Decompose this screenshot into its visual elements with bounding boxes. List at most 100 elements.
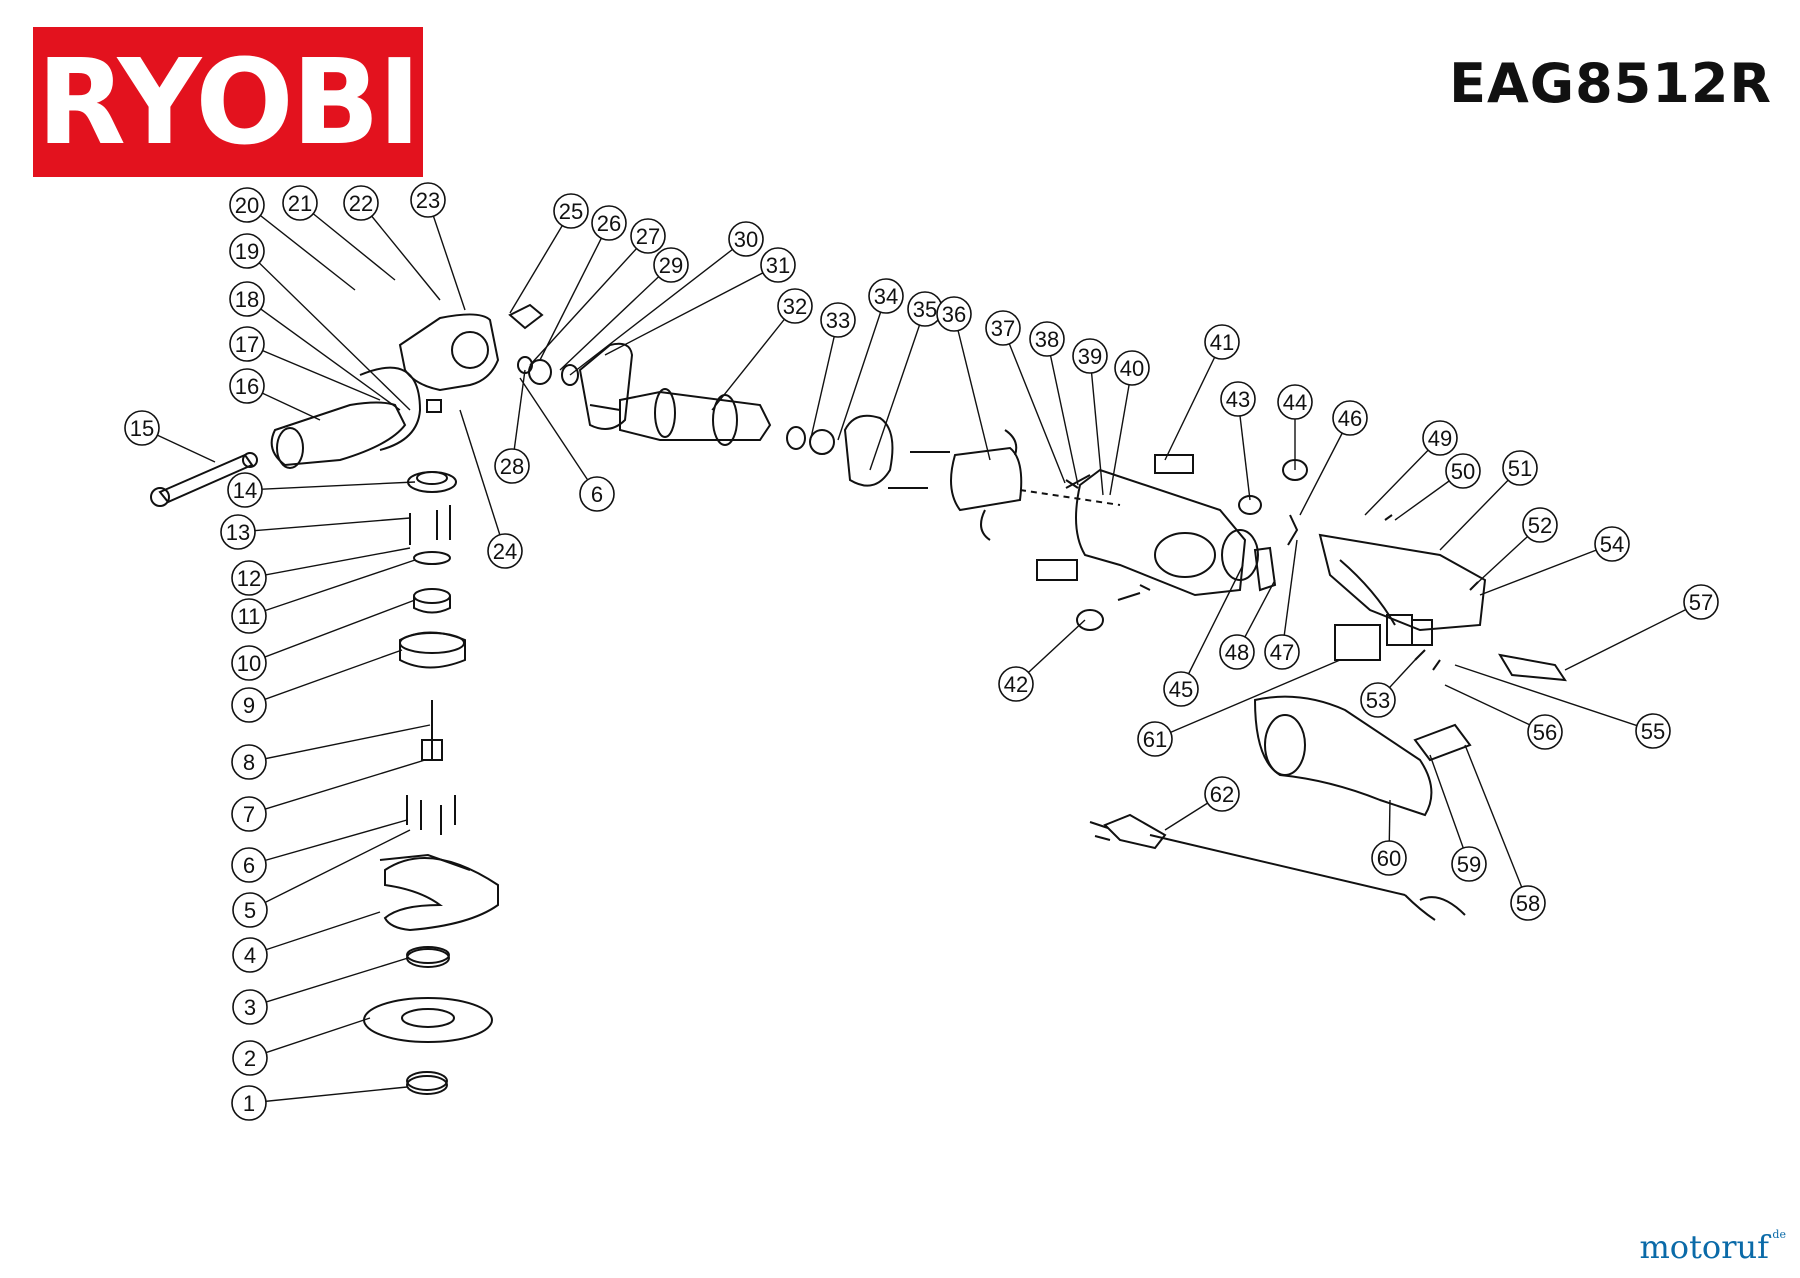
callout-number: 22 — [349, 191, 373, 216]
callout-circle — [985, 310, 1021, 346]
callout-number: 53 — [1366, 688, 1390, 713]
callout-21: 21 — [282, 185, 318, 221]
callout-leader-6 — [248, 819, 408, 866]
callout-circle — [1072, 338, 1108, 374]
part-guard-screws — [406, 795, 456, 835]
callout-circle — [229, 281, 265, 317]
callout-leader-14 — [244, 481, 416, 491]
part-plug — [1103, 813, 1167, 850]
callout-56: 56 — [1527, 714, 1563, 750]
callout-35: 35 — [907, 291, 943, 327]
callout-circle — [1510, 885, 1546, 921]
callout-circle — [591, 205, 627, 241]
callout-number: 48 — [1225, 640, 1249, 665]
part-flange-nut — [406, 1075, 448, 1095]
callout-23: 23 — [410, 182, 446, 218]
callout-54: 54 — [1594, 526, 1630, 562]
callout-59: 59 — [1451, 846, 1487, 882]
callout-47: 47 — [1264, 634, 1300, 670]
callout-leader-38 — [1046, 338, 1079, 486]
callout-leader-4 — [249, 911, 381, 956]
callout-3: 3 — [232, 989, 268, 1025]
callout-leader-19 — [246, 250, 411, 411]
callout-number: 7 — [243, 802, 255, 827]
callout-7: 7 — [231, 796, 267, 832]
callout-circle — [1502, 450, 1538, 486]
callout-circle — [1163, 671, 1199, 707]
callout-38: 38 — [1029, 321, 1065, 357]
callout-circle — [1360, 682, 1396, 718]
callout-leader-35 — [869, 308, 926, 471]
callout-number: 29 — [659, 253, 683, 278]
callout-circle — [1277, 384, 1313, 420]
callout-29: 29 — [653, 247, 689, 283]
callout-number: 56 — [1533, 720, 1557, 745]
callout-17: 17 — [229, 326, 265, 362]
callout-32: 32 — [777, 288, 813, 324]
callout-39: 39 — [1072, 338, 1108, 374]
callout-34: 34 — [868, 278, 904, 314]
callout-2: 2 — [232, 1040, 268, 1076]
callout-circle — [777, 288, 813, 324]
callout-circle — [998, 666, 1034, 702]
callout-leader-9 — [248, 649, 403, 706]
callout-25: 25 — [553, 193, 589, 229]
callout-leader-21 — [299, 202, 396, 281]
part-motor-housing — [1075, 468, 1247, 597]
part-housing-cover — [1221, 529, 1259, 581]
callout-leader-36 — [953, 313, 991, 461]
part-washer — [413, 551, 451, 565]
callout-number: 12 — [237, 566, 261, 591]
callout-circle — [494, 448, 530, 484]
callout-circle — [232, 937, 268, 973]
callout-number: 4 — [244, 943, 256, 968]
callout-circle — [229, 187, 265, 223]
callout-leader-22 — [360, 202, 441, 301]
part-bearing — [413, 588, 451, 604]
callout-leader-12 — [248, 547, 411, 579]
callout-circle — [1204, 776, 1240, 812]
callout-leader-5 — [249, 829, 411, 911]
callout-circle — [868, 278, 904, 314]
callout-circle — [630, 218, 666, 254]
callout-52: 52 — [1522, 507, 1558, 543]
callout-number: 50 — [1451, 459, 1475, 484]
callout-6: 6 — [579, 476, 615, 512]
callout-number: 8 — [243, 750, 255, 775]
callout-number: 34 — [874, 284, 898, 309]
callout-51: 51 — [1502, 450, 1538, 486]
callout-leader-33 — [809, 319, 839, 443]
ryobi-logo: RYOBI — [33, 27, 423, 177]
callout-number: 19 — [235, 239, 259, 264]
brand-wordmark: RYOBI — [36, 33, 421, 171]
callout-31: 31 — [760, 247, 796, 283]
callout-leader-20 — [246, 204, 356, 291]
callout-leader-58 — [1464, 744, 1529, 904]
callout-leader-39 — [1089, 355, 1104, 496]
callout-15: 15 — [124, 410, 160, 446]
part-bearing-plate — [578, 342, 634, 430]
callout-leader-59 — [1429, 754, 1470, 865]
watermark-tld: .de — [1768, 1228, 1786, 1241]
part-gear-housing — [398, 313, 500, 392]
callout-circle — [820, 302, 856, 338]
part-switch-assembly — [1334, 614, 1433, 661]
callout-circle — [282, 185, 318, 221]
callout-61: 61 — [1137, 721, 1173, 757]
callout-number: 61 — [1143, 727, 1167, 752]
callout-number: 58 — [1516, 891, 1540, 916]
callout-circle — [1220, 381, 1256, 417]
part-brush-clips — [1065, 474, 1091, 489]
callout-number: 15 — [130, 416, 154, 441]
callout-number: 16 — [235, 374, 259, 399]
callout-53: 53 — [1360, 682, 1396, 718]
callout-leader-26 — [539, 222, 610, 361]
callout-leader-24 — [459, 409, 506, 552]
callout-44: 44 — [1277, 384, 1313, 420]
callout-leader-41 — [1164, 341, 1223, 461]
callout-circle — [1371, 840, 1407, 876]
callout-number: 38 — [1035, 327, 1059, 352]
callout-number: 10 — [237, 651, 261, 676]
callout-circle — [231, 645, 267, 681]
